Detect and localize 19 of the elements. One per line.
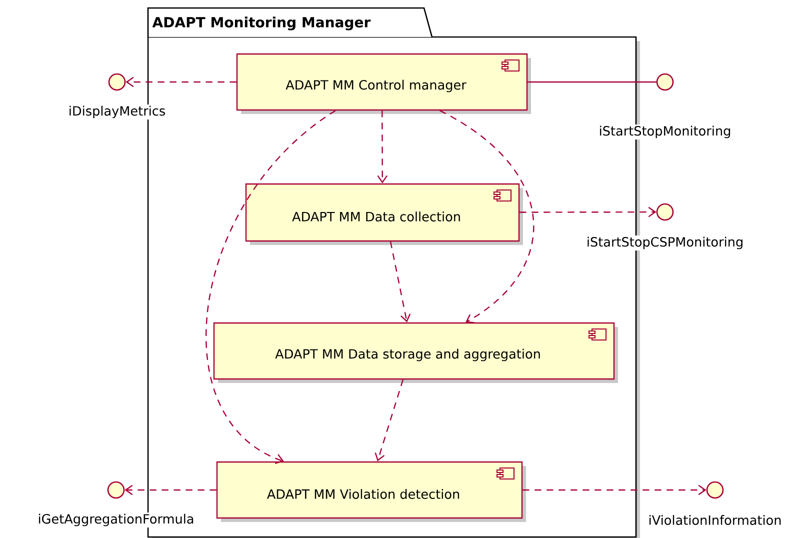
arrow bbox=[522, 484, 706, 496]
arrow bbox=[206, 110, 336, 464]
arrow bbox=[520, 206, 656, 218]
arrow bbox=[124, 484, 216, 496]
arrow bbox=[440, 110, 534, 324]
arrow bbox=[126, 76, 236, 88]
arrow bbox=[390, 241, 411, 322]
arrow bbox=[377, 110, 388, 184]
node-label: ADAPT Monitoring Manager bbox=[152, 16, 371, 30]
component-box: ADAPT MM Control manager bbox=[236, 53, 531, 114]
node-label: iStartStopMonitoring bbox=[600, 126, 730, 138]
node-label: iStartStopCSPMonitoring bbox=[588, 236, 742, 250]
node-label: iDisplayMetrics bbox=[70, 106, 165, 118]
arrow bbox=[374, 379, 404, 462]
component-box: ADAPT MM Violation detection bbox=[216, 461, 526, 522]
node-label: iGetAggregationFormula bbox=[38, 514, 194, 526]
component-box: ADAPT MM Data storage and aggregation bbox=[213, 322, 618, 383]
component-box: ADAPT MM Data collection bbox=[245, 183, 523, 245]
node-label: iViolationInformation bbox=[650, 515, 781, 525]
